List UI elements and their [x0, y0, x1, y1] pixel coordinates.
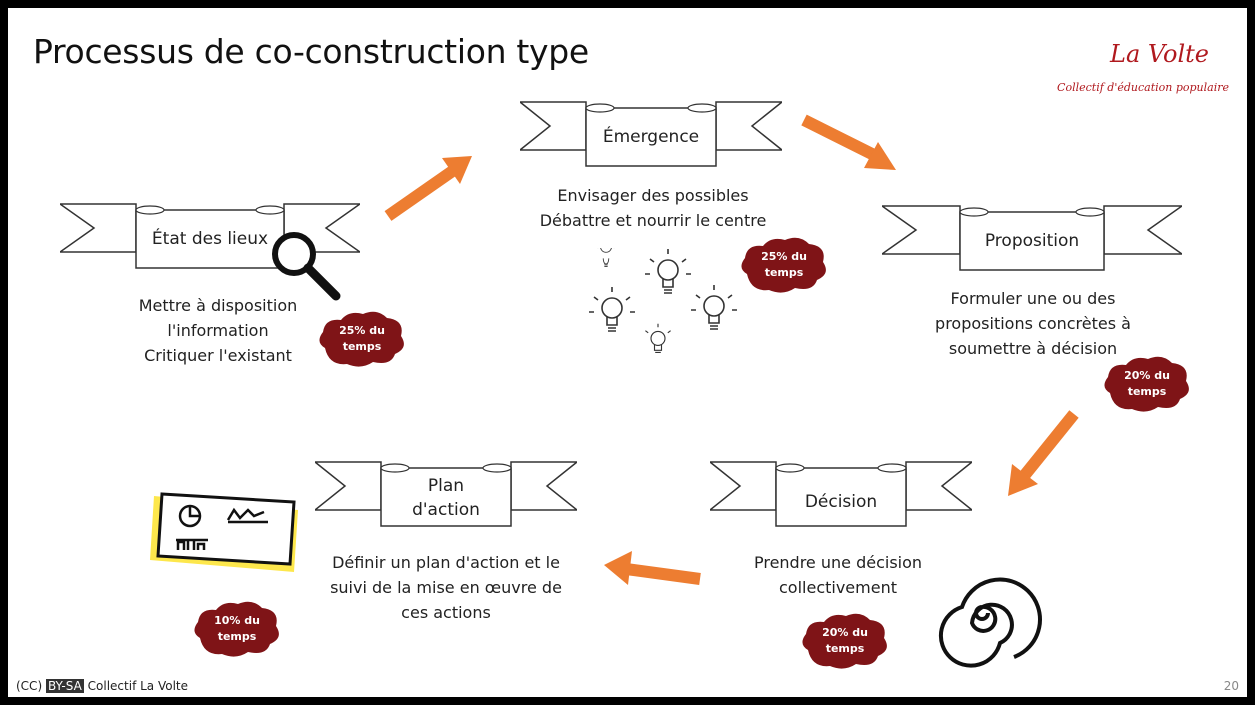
- slide-title: Processus de co-construction type: [33, 32, 589, 71]
- step-description: Formuler une ou des propositions concrèt…: [935, 289, 1131, 358]
- magnifier-icon: [266, 226, 346, 310]
- step-description: Mettre à disposition l'information Criti…: [138, 296, 298, 365]
- footer-license: (CC) BY-SA Collectif La Volte: [16, 679, 188, 693]
- ribbon-shape: [710, 461, 972, 527]
- spiral-icon: [933, 553, 1043, 677]
- banner-proposition: Proposition: [882, 202, 1182, 282]
- footer-text: Collectif La Volte: [87, 679, 188, 693]
- arrow-to-decision: [1008, 410, 1079, 496]
- ribbon-shape: [315, 461, 577, 527]
- step-description: Prendre une décision collectivement: [753, 553, 923, 597]
- ribbon-shape: [60, 203, 360, 269]
- arrow-to-plan-action: [604, 551, 701, 585]
- banner-plan-action: Plan d'action: [315, 458, 577, 538]
- brand-logo: La Volte: [1110, 40, 1209, 68]
- step-label: Émergence: [602, 127, 700, 147]
- brand-tagline: Collectif d'éducation populaire: [1057, 81, 1229, 94]
- banner-decision: Décision: [710, 458, 972, 538]
- banner-emergence: Émergence: [520, 98, 782, 178]
- step-description: Envisager des possibles Débattre et nour…: [539, 186, 767, 230]
- lightbulb-icon: [582, 240, 742, 372]
- page-number: 20: [1223, 679, 1239, 693]
- slide: Processus de co-construction type La Vol…: [8, 8, 1247, 697]
- footer-cc-prefix: (CC): [16, 679, 43, 693]
- arrow-to-proposition: [801, 114, 896, 170]
- step-label: Plan d'action: [412, 476, 480, 520]
- step-description: Définir un plan d'action et le suivi de …: [330, 553, 562, 622]
- ribbon-shape: [520, 101, 782, 167]
- step-label: Proposition: [984, 231, 1080, 251]
- banner-etat-des-lieux: État des lieux: [60, 200, 360, 280]
- arrow-to-emergence: [384, 156, 472, 221]
- whiteboard-icon: [148, 488, 308, 582]
- ribbon-shape: [882, 205, 1182, 271]
- step-label: État des lieux: [151, 229, 269, 249]
- step-label: Décision: [804, 492, 878, 512]
- footer-license-badge: BY-SA: [45, 679, 84, 693]
